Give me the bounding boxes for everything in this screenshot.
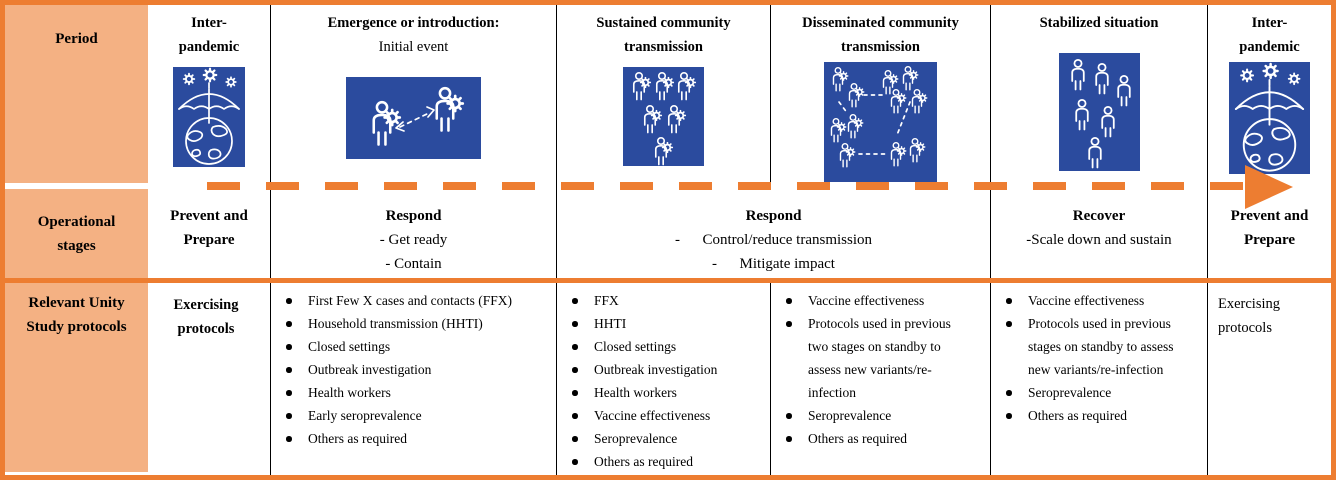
period-title: Sustained community transmission — [596, 15, 731, 55]
person-to-person-transmission-icon — [346, 77, 481, 159]
protocol-item: Seroprevalence — [557, 427, 738, 450]
period-cell-interpandemic-left: Inter- pandemic — [148, 5, 270, 187]
protocol-item: FFX — [557, 289, 738, 312]
stage-actions: - Get ready - Contain — [379, 232, 448, 272]
protocol-list: First Few X cases and contacts (FFX) Hou… — [271, 287, 550, 450]
protocol-item: Seroprevalence — [771, 404, 958, 427]
protocol-list: Vaccine effectiveness Protocols used in … — [771, 287, 984, 450]
period-cell-stabilized: Stabilized situation — [990, 5, 1207, 187]
period-cell-sustained: Sustained community transmission — [556, 5, 770, 187]
protocol-heading: Exercising protocols — [173, 297, 239, 337]
protocol-item: Health workers — [271, 381, 524, 404]
row-header-protocols: Relevant Unity Study protocols — [5, 283, 148, 472]
protocol-item: Outbreak investigation — [557, 358, 738, 381]
stage-actions: -Scale down and sustain — [1026, 232, 1172, 248]
timeline-dashed-arrow — [207, 182, 1247, 190]
period-cell-interpandemic-right: Inter- pandemic — [1207, 5, 1331, 187]
stage-cell-prevent-prepare-left: Prevent and Prepare — [148, 187, 270, 278]
infected-group-icon — [623, 67, 704, 166]
period-title: Inter- pandemic — [178, 15, 240, 55]
period-title: Stabilized situation — [1039, 15, 1159, 31]
protocol-item: Protocols used in previous stages on sta… — [991, 312, 1175, 381]
protocol-item: HHTI — [557, 312, 738, 335]
protocol-item: Vaccine effectiveness — [991, 289, 1175, 312]
protocol-item: Early seroprevalence — [271, 404, 524, 427]
timeline-arrowhead-icon — [1245, 165, 1293, 209]
umbrella-globe-virus-icon — [173, 67, 245, 167]
protocol-cell-emergence: First Few X cases and contacts (FFX) Hou… — [270, 283, 556, 475]
protocol-item: Protocols used in previous two stages on… — [771, 312, 958, 404]
row-header-operational-stages: Operational stages — [5, 189, 148, 278]
stage-cell-respond-community: Respond - Control/reduce transmission - … — [556, 187, 990, 278]
diagram-grid: Period Operational stages Relevant Unity… — [5, 5, 1331, 475]
umbrella-globe-virus-icon — [1229, 62, 1310, 174]
protocol-heading: Exercising protocols — [1218, 296, 1281, 336]
protocol-cell-exercising-right: Exercising protocols — [1207, 283, 1331, 475]
protocol-item: Household transmission (HHTI) — [271, 312, 524, 335]
protocol-cell-exercising-left: Exercising protocols — [148, 283, 270, 475]
stage-title: Recover — [1072, 208, 1126, 224]
stage-title: Respond — [385, 208, 442, 224]
period-cell-disseminated: Disseminated community transmission — [770, 5, 990, 187]
people-group-icon — [1058, 53, 1140, 171]
protocol-item: Seroprevalence — [991, 381, 1175, 404]
protocol-item: Vaccine effectiveness — [771, 289, 958, 312]
protocol-item: Vaccine effectiveness — [557, 404, 738, 427]
stage-title: Prevent and Prepare — [1230, 208, 1309, 248]
protocol-item: Health workers — [557, 381, 738, 404]
period-subtitle: Initial event — [378, 39, 449, 55]
protocol-cell-stabilized: Vaccine effectiveness Protocols used in … — [990, 283, 1207, 475]
period-cell-emergence: Emergence or introduction: Initial event — [270, 5, 556, 187]
protocol-item: Closed settings — [557, 335, 738, 358]
stage-cell-recover: Recover -Scale down and sustain — [990, 187, 1207, 278]
period-title: Inter- pandemic — [1239, 15, 1300, 55]
stage-actions: - Control/reduce transmission - Mitigate… — [674, 232, 873, 272]
stage-cell-prevent-prepare-right: Prevent and Prepare — [1207, 187, 1331, 278]
period-title: Emergence or introduction: — [327, 15, 500, 31]
row-header-period: Period — [5, 5, 148, 183]
protocol-item: Outbreak investigation — [271, 358, 524, 381]
protocol-item: Others as required — [771, 427, 958, 450]
protocol-item: Closed settings — [271, 335, 524, 358]
protocol-list: FFX HHTI Closed settings Outbreak invest… — [557, 287, 764, 473]
protocol-cell-disseminated: Vaccine effectiveness Protocols used in … — [770, 283, 990, 475]
stage-title: Respond — [745, 208, 802, 224]
protocol-list: Vaccine effectiveness Protocols used in … — [991, 287, 1201, 427]
row-divider — [5, 278, 1331, 283]
infected-clusters-icon — [824, 62, 937, 182]
protocol-item: First Few X cases and contacts (FFX) — [271, 289, 524, 312]
protocol-cell-sustained: FFX HHTI Closed settings Outbreak invest… — [556, 283, 770, 475]
stage-title: Prevent and Prepare — [170, 208, 248, 248]
stage-cell-respond-initial: Respond - Get ready - Contain — [270, 187, 556, 278]
protocol-item: Others as required — [271, 427, 524, 450]
protocol-item: Others as required — [557, 450, 738, 473]
protocol-item: Others as required — [991, 404, 1175, 427]
period-title: Disseminated community transmission — [802, 15, 959, 55]
